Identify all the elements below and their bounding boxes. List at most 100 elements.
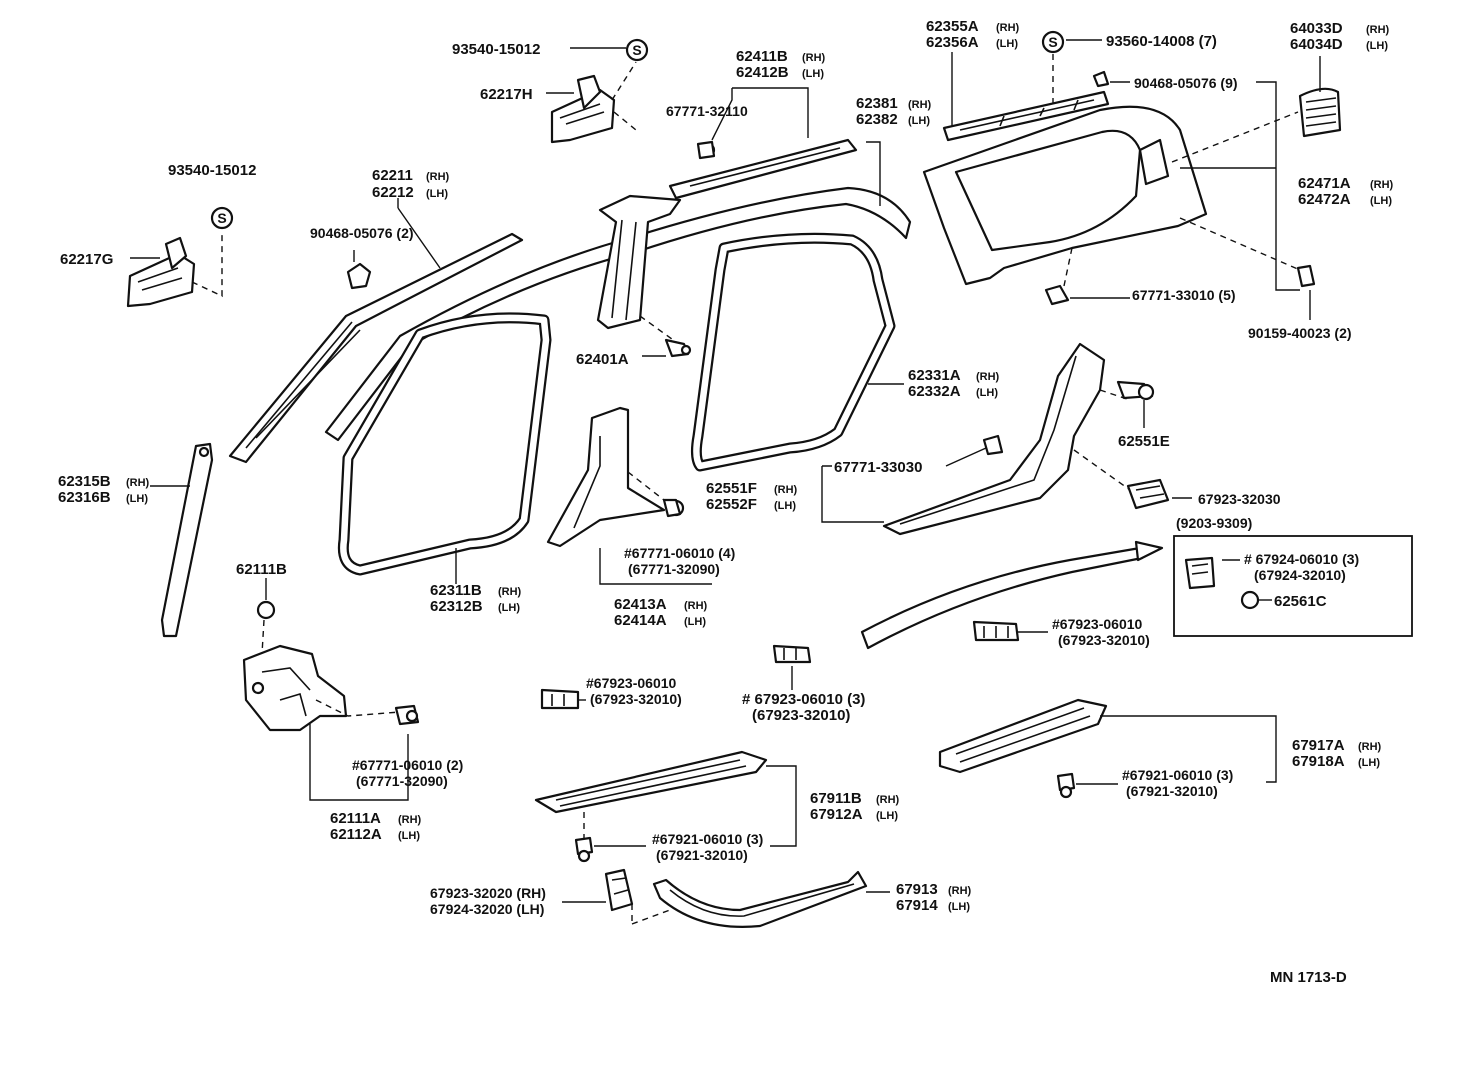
clip-67771-06010-2-drawing	[394, 704, 420, 726]
inset-box	[1173, 535, 1413, 637]
label-67923-32010-center: (67923-32010)	[752, 707, 850, 724]
svg-text:(RH): (RH)	[876, 794, 900, 806]
label-62111a: 62111A	[330, 810, 381, 827]
label-67923-06010-left: #67923-06010	[586, 675, 677, 691]
quarter-side-garnish-drawing	[860, 540, 1164, 650]
label-9203-9309: (9203-9309)	[1176, 515, 1252, 531]
label-67913: 67913	[896, 881, 938, 898]
label-62111b: 62111B	[236, 561, 287, 578]
bolt-90159-drawing	[1296, 264, 1316, 288]
center-pillar-garnish-62401a-drawing	[596, 194, 682, 343]
label-62401a: 62401A	[576, 351, 629, 368]
svg-text:(RH): (RH)	[684, 600, 708, 612]
rear-pillar-lower-trim-62551f-drawing	[882, 342, 1131, 536]
label-67771-33010: 67771-33010 (5)	[1132, 287, 1236, 303]
screw-symbol-s-3: S	[1041, 30, 1065, 54]
label-67923-32030: 67923-32030	[1198, 491, 1281, 507]
label-62414a: 62414A	[614, 612, 667, 629]
svg-text:(LH): (LH)	[426, 188, 448, 200]
label-93540-15012-a: 93540-15012	[452, 41, 540, 58]
label-67912a: 67912A	[810, 806, 863, 823]
label-67923-32010-right: (67923-32010)	[1058, 632, 1150, 648]
front-door-weatherstrip-62311b-drawing	[337, 312, 552, 576]
svg-text:(LH): (LH)	[996, 38, 1018, 50]
label-62412b: 62412B	[736, 64, 789, 81]
label-64033d: 64033D	[1290, 20, 1343, 37]
label-62332a: 62332A	[908, 383, 961, 400]
bracket-67923-32030-drawing	[1126, 478, 1170, 510]
clip-90468-drawing	[346, 262, 372, 290]
label-67923-06010-center: # 67923-06010 (3)	[742, 691, 865, 708]
label-62331a: 62331A	[908, 367, 961, 384]
label-62356a: 62356A	[926, 34, 979, 51]
scuff-plate-67913-drawing	[652, 870, 868, 928]
label-67921-32010-b: (67921-32010)	[1126, 783, 1218, 799]
label-93560-14008: 93560-14008 (7)	[1106, 33, 1217, 50]
clip-67771-32110-drawing	[696, 140, 716, 160]
roof-side-garnish-62381-drawing	[324, 186, 912, 442]
svg-text:(RH): (RH)	[774, 484, 798, 496]
label-62552f: 62552F	[706, 496, 757, 513]
label-67771-32090-b: (67771-32090)	[356, 773, 448, 789]
label-67923-32010-left: (67923-32010)	[590, 691, 682, 707]
bracket-67923-32020-drawing	[604, 868, 671, 925]
label-62561c: 62561C	[1274, 593, 1327, 610]
label-67924-32010: (67924-32010)	[1254, 567, 1346, 583]
clip-67924-06010-drawing	[1184, 556, 1216, 590]
svg-text:(RH): (RH)	[802, 52, 826, 64]
svg-text:(RH): (RH)	[996, 22, 1020, 34]
svg-text:(RH): (RH)	[498, 586, 522, 598]
label-67921-06010-b: #67921-06010 (3)	[1122, 767, 1233, 783]
center-pillar-lower-garnish-62413a-drawing	[546, 406, 666, 548]
label-62471a: 62471A	[1298, 175, 1351, 192]
vent-grille-64033d-drawing	[1298, 87, 1342, 138]
label-62413a: 62413A	[614, 596, 667, 613]
svg-text:(LH): (LH)	[1366, 40, 1388, 52]
svg-text:S: S	[1048, 34, 1057, 50]
label-67911b: 67911B	[810, 790, 862, 807]
svg-text:(RH): (RH)	[398, 814, 422, 826]
svg-text:(LH): (LH)	[1370, 195, 1392, 207]
label-62217h: 62217H	[480, 86, 533, 103]
front-pillar-garnish-62211-drawing	[228, 232, 524, 464]
label-62316b: 62316B	[58, 489, 111, 506]
bracket-62217g-drawing	[126, 234, 223, 308]
label-67771-06010-4: #67771-06010 (4)	[624, 545, 735, 561]
svg-text:(LH): (LH)	[976, 387, 998, 399]
leader-lines	[130, 39, 1321, 903]
label-67771-32110: 67771-32110	[666, 103, 748, 119]
label-67921-32010-a: (67921-32010)	[656, 847, 748, 863]
label-67918a: 67918A	[1292, 753, 1345, 770]
rear-door-weatherstrip-62331a-drawing	[690, 232, 896, 472]
label-62217g: 62217G	[60, 251, 113, 268]
label-62112a: 62112A	[330, 826, 382, 843]
cowl-side-trim-62111a-drawing	[242, 644, 401, 732]
clip-62551e-drawing	[1116, 380, 1155, 401]
roof-rail-62411b-drawing	[668, 138, 858, 200]
label-67914: 67914	[896, 897, 938, 914]
svg-text:(LH): (LH)	[126, 493, 148, 505]
svg-text:(LH): (LH)	[948, 901, 970, 913]
svg-text:S: S	[632, 42, 641, 58]
screw-symbol-s-2: S	[210, 206, 234, 230]
label-62411b: 62411B	[736, 48, 788, 65]
svg-text:(RH): (RH)	[1370, 179, 1394, 191]
label-67771-06010-2: #67771-06010 (2)	[352, 757, 463, 773]
label-62315b: 62315B	[58, 473, 111, 490]
label-67771-33030: 67771-33030	[834, 459, 922, 476]
clip-62111b-drawing	[256, 600, 276, 655]
label-67924-06010: # 67924-06010 (3)	[1244, 551, 1359, 567]
clip-62561c-drawing	[1240, 590, 1260, 610]
clip-67771-06010-4-drawing	[662, 498, 685, 518]
clip-67923-06010-right-drawing	[972, 620, 1020, 642]
label-90468-05076-9: 90468-05076 (9)	[1134, 75, 1238, 91]
clip-67771-33030-drawing	[982, 434, 1004, 456]
label-67924-32020: 67924-32020 (LH)	[430, 901, 544, 917]
label-62211: 62211	[372, 167, 413, 184]
label-67923-32020: 67923-32020 (RH)	[430, 885, 546, 901]
svg-text:(RH): (RH)	[426, 171, 450, 183]
clip-67921-06010-a-drawing	[574, 836, 594, 863]
svg-text:(LH): (LH)	[498, 602, 520, 614]
label-62311b: 62311B	[430, 582, 482, 599]
